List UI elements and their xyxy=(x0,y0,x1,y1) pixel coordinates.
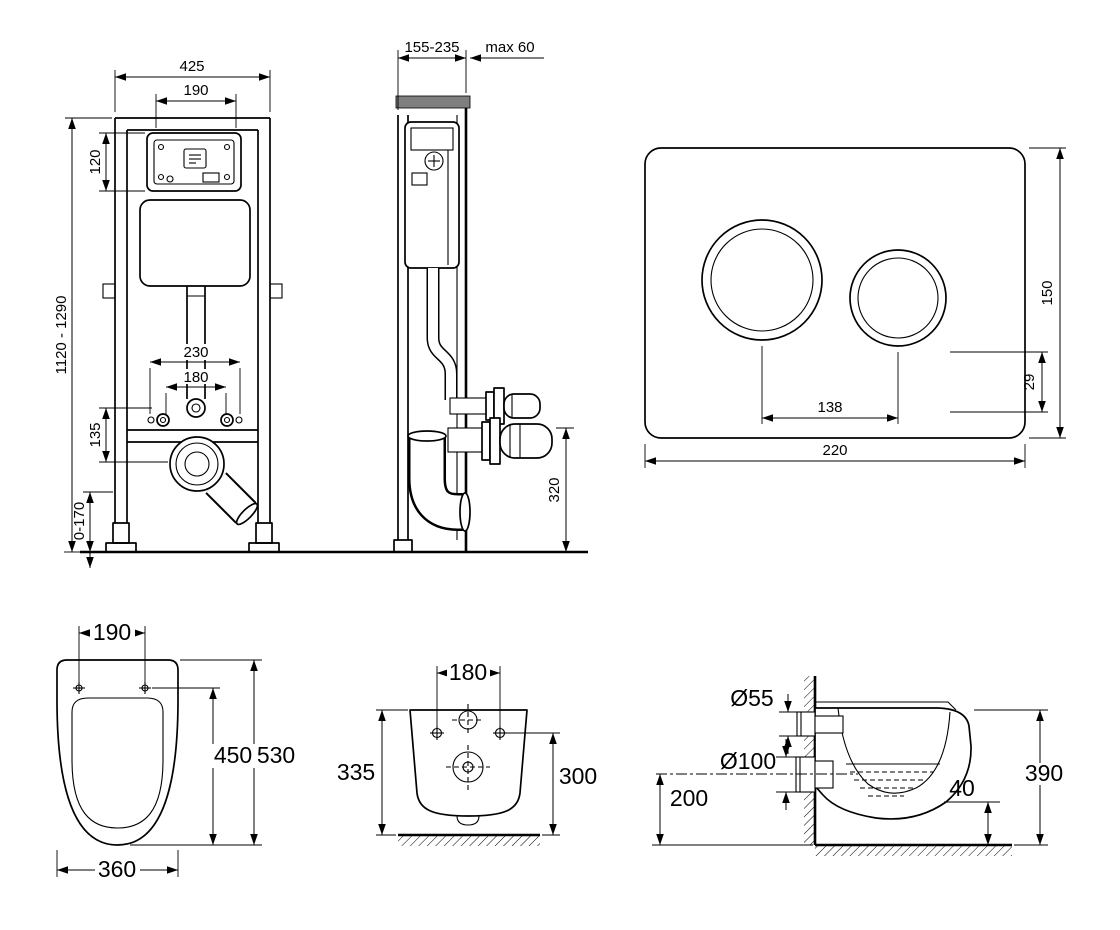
dim-plate-height-label: 150 xyxy=(1039,280,1056,305)
dim-drain-diameter-label: Ø100 xyxy=(720,748,776,774)
dim-plate-width: 220 xyxy=(644,442,1026,468)
wall-connectors xyxy=(447,387,553,465)
frame-front-view: 425 190 120 1120 - 1290 230 xyxy=(53,58,588,568)
dim-bowl-width: 360 xyxy=(56,850,179,882)
dim-outlet-height-label: 320 xyxy=(546,477,563,502)
dim-bolt-spacing-label: 180 xyxy=(449,659,487,685)
dim-drain-offset: 135 xyxy=(87,407,168,463)
dim-fixing-outer: 230 xyxy=(149,344,241,414)
frame-side-view: 155-235 max 60 320 xyxy=(393,39,574,553)
mounting-bracket xyxy=(395,95,471,109)
frame-feet xyxy=(105,522,280,553)
dim-bowl-height: 390 xyxy=(974,709,1068,846)
bowl-side-view: Ø55 Ø100 200 390 40 xyxy=(652,676,1068,856)
dim-height-right-label: 300 xyxy=(559,763,597,789)
drain-elbow xyxy=(169,436,259,526)
small-flush-button xyxy=(849,249,947,347)
dim-drain-offset-label: 135 xyxy=(87,422,104,447)
dim-front-gap: 40 xyxy=(944,775,1000,845)
floor xyxy=(398,833,540,846)
dim-front-gap-label: 40 xyxy=(949,775,975,801)
dim-window-width: 190 xyxy=(155,82,237,128)
bowl-top-view: 190 450 530 360 xyxy=(56,619,297,882)
dim-button-spacing-label: 138 xyxy=(817,399,842,416)
drain-elbow-side xyxy=(407,430,471,532)
dim-height-left: 335 xyxy=(337,709,408,836)
bowl-outline xyxy=(56,659,179,846)
floor-hatch xyxy=(815,846,1012,856)
dim-height-right: 300 xyxy=(507,732,597,836)
dim-bowl-height-label: 390 xyxy=(1025,760,1063,786)
dim-fixing-outer-label: 230 xyxy=(183,344,208,361)
dim-frame-height-label: 1120 - 1290 xyxy=(53,296,70,375)
dim-bowl-length: 450 530 xyxy=(180,659,297,845)
dim-flush-diameter-label: Ø55 xyxy=(730,685,773,711)
wall-bolts xyxy=(430,726,507,740)
rim-line xyxy=(815,701,957,711)
dim-window-height: 120 xyxy=(87,132,145,192)
dim-wall-max-label: max 60 xyxy=(485,39,534,56)
cistern xyxy=(139,199,251,287)
drain-hole xyxy=(446,745,490,790)
dim-height-left-label: 335 xyxy=(337,759,375,785)
flush-pipe-side xyxy=(426,268,458,400)
dim-frame-depth: 155-235 xyxy=(397,39,467,110)
dim-leg-adjust: 0-170 xyxy=(71,491,113,568)
dim-button-offset: 29 xyxy=(950,351,1048,413)
flush-inlet xyxy=(796,711,844,737)
big-flush-button xyxy=(701,219,823,341)
dim-fixing-inner-label: 180 xyxy=(183,369,208,386)
dim-bolt-spacing-label: 190 xyxy=(93,619,131,645)
dim-bolt-spacing: 190 xyxy=(78,619,146,682)
flush-plate xyxy=(644,147,1026,439)
dim-drain-diameter: Ø100 xyxy=(720,739,796,810)
dim-wall-max: max 60 xyxy=(470,39,544,62)
dim-plate-width-label: 220 xyxy=(822,442,847,459)
logo-plate xyxy=(183,148,207,169)
seat-bolts xyxy=(73,682,151,694)
dim-depth-to-bolts-label: 450 xyxy=(214,742,252,768)
dim-fixing-inner: 180 xyxy=(165,369,227,414)
dim-bowl-width-label: 360 xyxy=(98,856,136,882)
seat-opening xyxy=(71,697,164,829)
dim-leg-adjust-label: 0-170 xyxy=(71,502,88,540)
dim-window-height-label: 120 xyxy=(87,149,104,174)
dim-button-offset-label: 29 xyxy=(1021,374,1038,391)
dim-frame-depth-label: 155-235 xyxy=(404,39,459,56)
water-level xyxy=(846,763,940,797)
flush-hole xyxy=(452,704,484,736)
dim-plate-height: 150 xyxy=(1029,147,1066,439)
dim-drain-height: 200 xyxy=(652,774,813,846)
cistern-side xyxy=(404,121,460,269)
dim-outlet-height: 320 xyxy=(546,427,574,552)
fixing-bolts xyxy=(147,398,243,427)
dim-bowl-length-label: 530 xyxy=(257,742,295,768)
dim-flush-diameter: Ø55 xyxy=(730,685,797,754)
inspection-window xyxy=(146,132,242,192)
dim-button-spacing: 138 xyxy=(761,346,899,424)
dim-drain-height-label: 200 xyxy=(670,785,708,811)
dim-frame-width-label: 425 xyxy=(179,58,204,75)
bowl-inner xyxy=(837,707,951,794)
drain-stub xyxy=(456,815,480,826)
bowl-front-view: 180 335 300 xyxy=(337,659,597,846)
dim-frame-width: 425 xyxy=(114,58,271,112)
dim-window-width-label: 190 xyxy=(183,82,208,99)
flush-plate-view: 138 220 150 29 xyxy=(644,147,1066,468)
dim-frame-height: 1120 - 1290 xyxy=(53,117,112,553)
dim-bolt-spacing: 180 xyxy=(436,659,501,726)
